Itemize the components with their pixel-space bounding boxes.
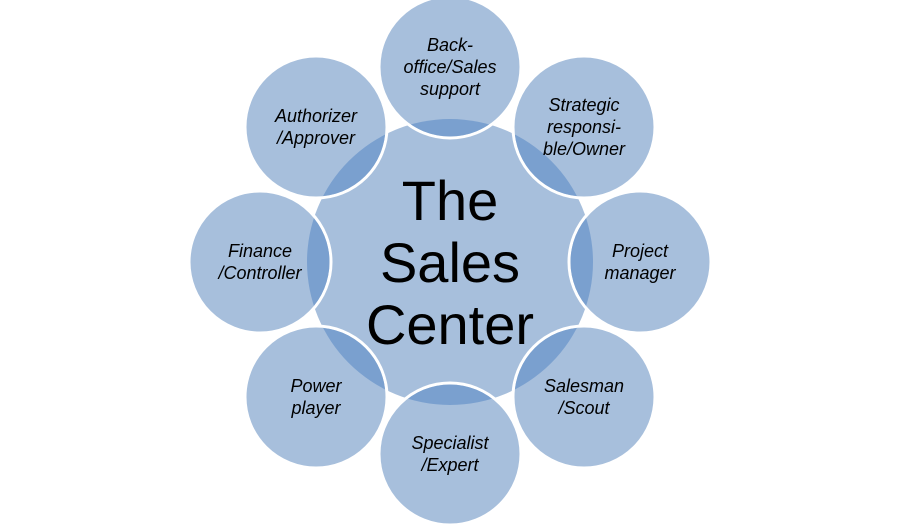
node-label-line: responsi-: [547, 117, 621, 137]
node-label-finance-controller: Finance/Controller: [216, 241, 302, 283]
node-circle-finance-controller: [187, 189, 333, 335]
center-label-line: Sales: [380, 231, 520, 294]
node-label-line: Power: [290, 376, 342, 396]
center-label-line: The: [402, 169, 499, 232]
node-circle-salesman-scout: [511, 324, 657, 470]
node-label-line: office/Sales: [403, 57, 496, 77]
node-label-line: Strategic: [548, 95, 619, 115]
node-label-line: manager: [604, 263, 676, 283]
node-label-line: Back-: [427, 35, 473, 55]
center-label-line: Center: [366, 293, 534, 356]
node-label-line: ble/Owner: [543, 139, 626, 159]
node-label-line: /Scout: [556, 398, 610, 418]
node-label-line: /Expert: [419, 455, 479, 475]
node-label-line: Authorizer: [274, 106, 358, 126]
node-label-line: Specialist: [411, 433, 489, 453]
node-label-line: /Controller: [216, 263, 302, 283]
node-circle-authorizer-approver: [243, 54, 389, 200]
node-label-authorizer-approver: Authorizer/Approver: [274, 106, 358, 148]
node-label-line: Salesman: [544, 376, 624, 396]
node-label-salesman-scout: Salesman/Scout: [544, 376, 624, 418]
node-circle-back-office-sales-support: [377, 0, 523, 140]
center-circle: [307, 119, 593, 405]
node-circle-project-manager: [567, 189, 713, 335]
node-label-line: /Approver: [275, 128, 356, 148]
node-label-line: player: [290, 398, 341, 418]
node-label-specialist-expert: Specialist/Expert: [411, 433, 489, 475]
node-label-line: support: [420, 79, 481, 99]
node-label-line: Finance: [228, 241, 292, 261]
node-label-line: Project: [612, 241, 669, 261]
node-circle-specialist-expert: [377, 381, 523, 525]
